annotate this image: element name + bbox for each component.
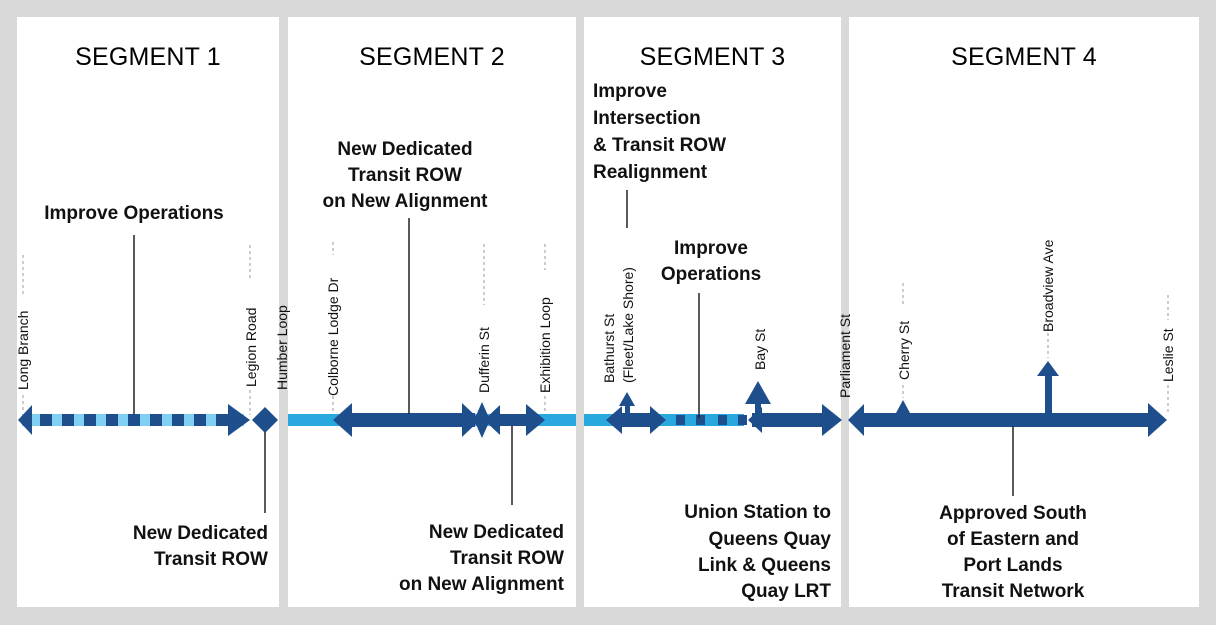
leader-lines: [133, 190, 1014, 513]
label-s4-bottom-line-4: Transit Network: [942, 581, 1085, 602]
segment-4-line: [848, 361, 1167, 437]
segment-1-title: SEGMENT 1: [75, 43, 221, 71]
diamond-arrow-icon: [252, 407, 278, 433]
arrow-right-icon: [1148, 403, 1167, 437]
label-s2-bottom-line-2: Transit ROW: [450, 548, 564, 569]
arrow-left-icon: [333, 403, 352, 437]
segment-2-row-bar: [345, 413, 475, 427]
label-s4-bottom-line-2: of Eastern and: [947, 529, 1079, 550]
label-s1-bottom-line-2: Transit ROW: [154, 549, 268, 570]
segment-2-row-bar-2: [496, 414, 528, 426]
label-s1-bottom-line-1: New Dedicated: [133, 523, 268, 544]
station-bathurst-st: Bathurst St: [601, 314, 617, 383]
segment-3-line: [584, 381, 842, 436]
station-leslie-st: Leslie St: [1160, 328, 1176, 382]
label-s3-bottom-line-2: Queens Quay: [709, 529, 832, 550]
label-improve-operations-s1: Improve Operations: [44, 203, 224, 224]
segment-2-title: SEGMENT 2: [359, 43, 505, 71]
station-parliament-st: Parliament St: [837, 314, 853, 398]
segment-4-bar: [858, 413, 1150, 427]
label-s3-top-line-4: Realignment: [593, 162, 708, 183]
station-dufferin-st: Dufferin St: [476, 327, 492, 393]
segment-2-line: [288, 402, 576, 438]
station-colborne-lodge-dr: Colborne Lodge Dr: [325, 277, 341, 396]
label-s3-bottom-line-3: Link & Queens: [698, 555, 831, 576]
label-s3-bottom-line-1: Union Station to: [684, 502, 831, 523]
station-exhibition-loop: Exhibition Loop: [537, 297, 553, 393]
segment-2-panel: SEGMENT 2: [288, 17, 576, 607]
arrow-up-icon: [619, 392, 635, 406]
arrow-up-icon: [1037, 361, 1059, 376]
segment-3-bar-2: [752, 413, 826, 427]
segment-1-panel: SEGMENT 1: [17, 17, 279, 607]
arrow-left-icon: [606, 406, 622, 434]
segment-4-title: SEGMENT 4: [951, 43, 1097, 71]
segment-3-dashes: [676, 415, 747, 425]
segment-3-panel: SEGMENT 3: [584, 17, 841, 607]
arrow-right-icon: [650, 406, 666, 434]
arrow-up-icon: [745, 381, 771, 404]
arrow-right-icon: [462, 403, 480, 437]
label-s3-bottom-line-4: Quay LRT: [741, 581, 831, 602]
station-cherry-st: Cherry St: [896, 321, 912, 380]
arrow-left-icon: [18, 405, 32, 435]
segment-4-panel: SEGMENT 4: [849, 17, 1199, 607]
label-s4-bottom-line-3: Port Lands: [963, 555, 1062, 576]
label-s3-top-line-1: Improve: [593, 81, 667, 102]
station-humber-loop: Humber Loop: [274, 305, 290, 390]
segment-1-line: [18, 404, 278, 436]
station-long-branch: Long Branch: [15, 311, 31, 390]
label-s3-ops-line-2: Operations: [661, 264, 761, 285]
arrow-up-icon: [896, 400, 910, 413]
arrow-left-icon: [748, 407, 762, 433]
station-ticks: [22, 242, 1169, 415]
arrow-right-icon: [526, 404, 545, 436]
station-bay-st: Bay St: [752, 329, 768, 370]
segment-3-title: SEGMENT 3: [639, 43, 786, 71]
arrow-left-icon: [848, 404, 864, 436]
label-s3-top-line-3: & Transit ROW: [593, 135, 726, 156]
label-s3-top-line-2: Intersection: [593, 108, 701, 129]
label-s2-top-line-3: on New Alignment: [322, 191, 488, 212]
bay-spur: [755, 400, 761, 420]
station-bathurst-sub: (Fleet/Lake Shore): [620, 267, 636, 383]
arrow-left-icon: [484, 405, 500, 435]
station-legion-road: Legion Road: [243, 308, 259, 387]
bathurst-spur: [625, 403, 630, 420]
label-s2-top-line-1: New Dedicated: [337, 139, 472, 160]
arrow-right-icon: [228, 404, 250, 436]
broadview-spur: [1045, 375, 1052, 415]
label-s2-bottom-line-1: New Dedicated: [429, 522, 564, 543]
label-s2-bottom-line-3: on New Alignment: [399, 574, 565, 595]
station-broadview-ave: Broadview Ave: [1040, 239, 1056, 332]
label-s3-ops-line-1: Improve: [674, 238, 748, 259]
label-s2-top-line-2: Transit ROW: [348, 165, 462, 186]
arrow-right-icon: [822, 404, 842, 436]
label-s4-bottom-line-1: Approved South: [939, 503, 1087, 524]
segment-1-dashes: [40, 414, 228, 426]
dufferin-marker-icon: [474, 402, 490, 438]
